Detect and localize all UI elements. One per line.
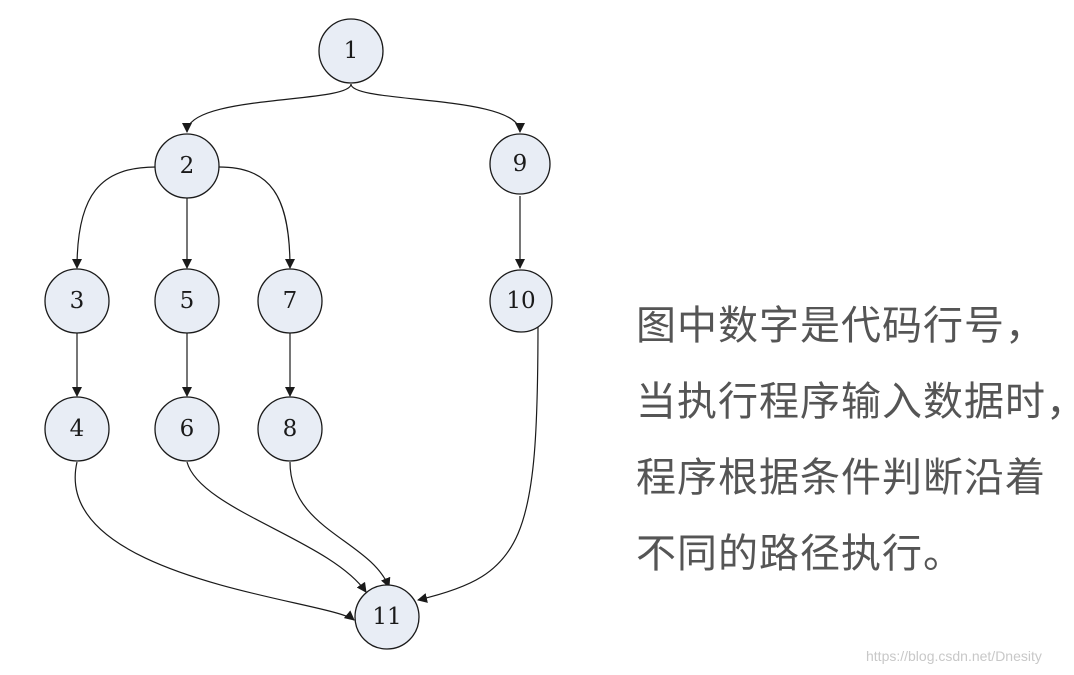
edge-2-3	[72, 166, 157, 269]
svg-text:10: 10	[506, 288, 535, 314]
svg-text:9: 9	[513, 151, 528, 177]
node-4: 4	[44, 396, 110, 462]
edge-2-7	[218, 166, 295, 269]
node-7: 7	[257, 268, 323, 334]
svg-text:4: 4	[70, 416, 85, 442]
node-8: 8	[257, 396, 323, 462]
svg-text:8: 8	[283, 416, 298, 442]
node-9: 9	[489, 133, 551, 195]
svg-text:7: 7	[283, 288, 298, 314]
svg-text:11: 11	[372, 604, 401, 630]
node-2: 2	[154, 133, 220, 199]
edge-8-11	[289, 461, 391, 588]
edge-6-11	[186, 461, 367, 593]
edge-1-2	[182, 83, 352, 133]
caption: 图中数字是代码行号， 当执行程序输入数据时， 程序根据条件判断沿着 不同的路径执…	[636, 288, 1074, 592]
edge-1-9	[350, 83, 525, 133]
node-11: 11	[354, 584, 420, 650]
caption-line-1: 图中数字是代码行号，	[636, 303, 1046, 349]
edge-4-11	[74, 461, 355, 621]
edge-10-11	[417, 321, 539, 603]
caption-line-2: 当执行程序输入数据时，	[636, 379, 1074, 425]
node-3: 3	[44, 268, 110, 334]
svg-text:3: 3	[70, 288, 85, 314]
node-5: 5	[154, 268, 220, 334]
node-10: 10	[489, 269, 553, 333]
svg-text:6: 6	[180, 416, 195, 442]
node-1: 1	[318, 18, 384, 84]
edges	[72, 83, 539, 621]
node-6: 6	[154, 396, 220, 462]
caption-line-4: 不同的路径执行。	[636, 531, 964, 577]
watermark: https://blog.csdn.net/Dnesity	[866, 648, 1042, 664]
nodes: 1 2 9 3 5 7 10 4	[44, 18, 553, 650]
svg-text:1: 1	[344, 38, 359, 64]
svg-text:5: 5	[180, 288, 195, 314]
svg-text:2: 2	[180, 153, 195, 179]
caption-line-3: 程序根据条件判断沿着	[636, 455, 1046, 501]
